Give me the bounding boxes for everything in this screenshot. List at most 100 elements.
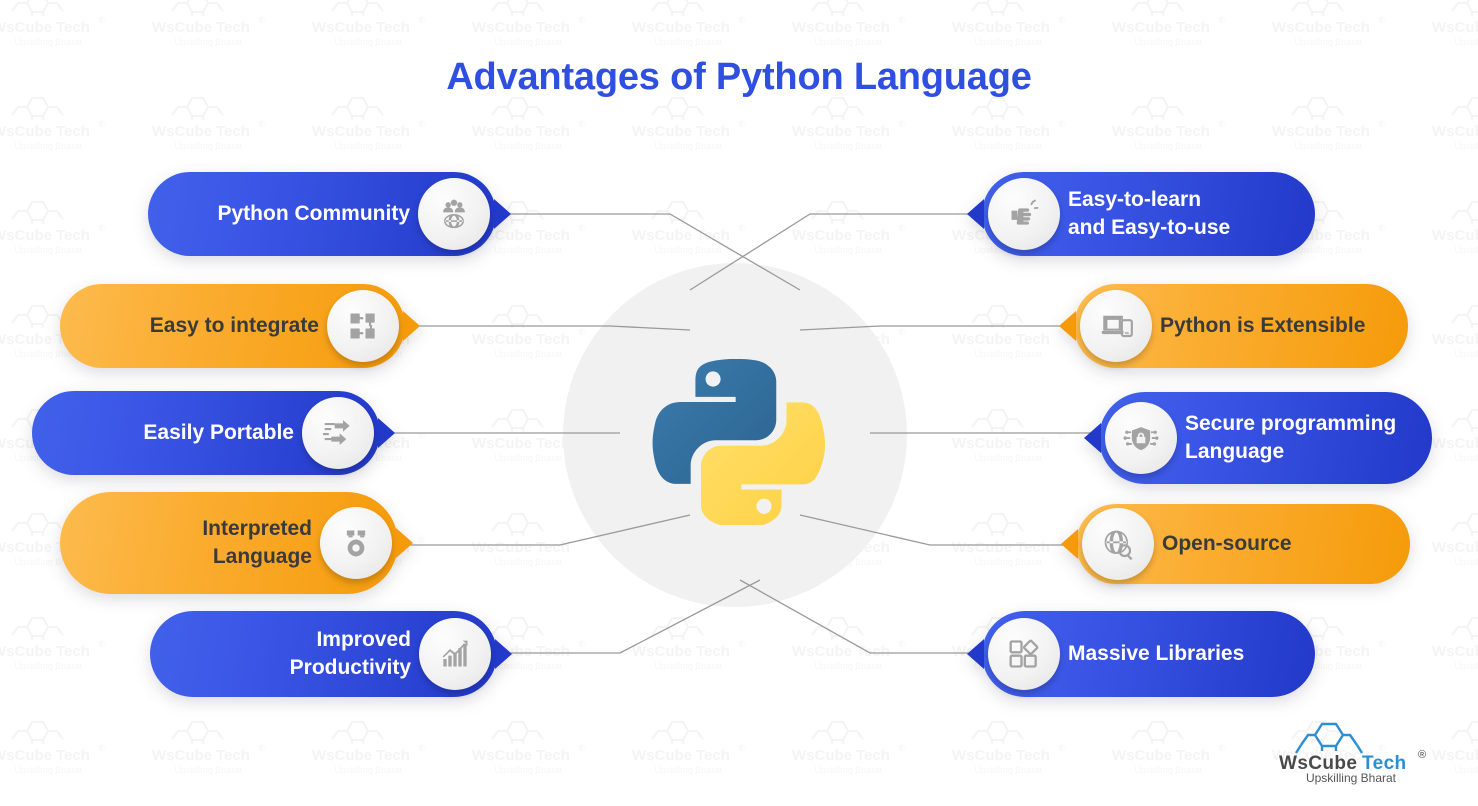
svg-text:®: ® [418,15,425,25]
advantage-label: Easy to integrate [149,314,319,338]
svg-text:WsCube: WsCube [0,227,52,244]
advantage-pill-open-source[interactable]: Open-source [1061,504,1410,584]
svg-text:Upskilling Bharat: Upskilling Bharat [14,37,82,47]
svg-text:Tech: Tech [696,227,730,244]
svg-text:Upskilling Bharat: Upskilling Bharat [334,37,402,47]
svg-text:WsCube: WsCube [952,435,1012,452]
pill-tail [967,639,984,669]
svg-text:WsCube: WsCube [1272,19,1332,36]
svg-text:WsCube: WsCube [152,123,212,140]
svg-text:Tech: Tech [376,747,410,764]
svg-text:®: ® [1218,119,1225,129]
svg-text:Upskilling Bharat: Upskilling Bharat [494,349,562,359]
advantage-pill-easy-to-learn[interactable]: Easy-to-learn and Easy-to-use [967,172,1315,256]
advantage-pill-interpreted-language[interactable]: Interpreted Language [60,492,413,594]
svg-text:®: ® [578,743,585,753]
svg-text:®: ® [418,743,425,753]
svg-text:Upskilling Bharat: Upskilling Bharat [814,661,882,671]
svg-text:Upskilling Bharat: Upskilling Bharat [1454,453,1478,463]
svg-text:Upskilling Bharat: Upskilling Bharat [1454,557,1478,567]
advantage-pill-massive-libraries[interactable]: Massive Libraries [967,611,1315,697]
svg-text:®: ® [98,223,105,233]
svg-text:Tech: Tech [1176,19,1210,36]
svg-text:WsCube: WsCube [1432,227,1478,244]
svg-text:WsCube: WsCube [0,19,52,36]
pill-tail [403,311,420,341]
svg-text:Tech: Tech [856,123,890,140]
svg-text:Upskilling Bharat: Upskilling Bharat [1306,771,1397,785]
advantage-pill-secure-programming[interactable]: Secure programming Language [1084,392,1432,484]
svg-text:WsCube: WsCube [0,123,52,140]
svg-text:®: ® [1058,15,1065,25]
svg-text:Tech: Tech [1016,123,1050,140]
svg-text:WsCube: WsCube [952,331,1012,348]
svg-text:Tech: Tech [56,227,90,244]
svg-text:®: ® [898,639,905,649]
svg-text:WsCube: WsCube [472,123,532,140]
svg-text:WsCube: WsCube [1432,331,1478,348]
svg-text:WsCube: WsCube [0,539,52,556]
svg-text:Upskilling Bharat: Upskilling Bharat [974,349,1042,359]
svg-text:WsCube: WsCube [792,643,852,660]
advantage-label: Python is Extensible [1160,314,1366,338]
laptop-phone-icon [1080,290,1152,362]
svg-text:®: ® [98,15,105,25]
advantage-pill-easy-to-integrate[interactable]: Easy to integrate [60,284,420,368]
advantage-pill-python-community[interactable]: Python Community [148,172,511,256]
svg-text:WsCube: WsCube [952,747,1012,764]
svg-text:Tech: Tech [536,331,570,348]
svg-text:®: ® [418,119,425,129]
advantage-pill-python-extensible[interactable]: Python is Extensible [1059,284,1408,368]
svg-text:WsCube: WsCube [152,747,212,764]
svg-text:Tech: Tech [1176,747,1210,764]
advantage-pill-improved-productivity[interactable]: Improved Productivity [150,611,512,697]
svg-text:®: ® [578,119,585,129]
pill-tail [378,418,395,448]
advantage-pill-easily-portable[interactable]: Easily Portable [32,391,395,475]
svg-text:®: ® [1218,15,1225,25]
svg-text:Tech: Tech [56,123,90,140]
svg-text:®: ® [898,223,905,233]
svg-text:®: ® [1218,743,1225,753]
svg-text:Tech: Tech [856,19,890,36]
svg-text:®: ® [1058,119,1065,129]
puzzle-pieces-icon [327,290,399,362]
svg-text:Upskilling Bharat: Upskilling Bharat [14,765,82,775]
svg-text:Upskilling Bharat: Upskilling Bharat [14,245,82,255]
svg-text:®: ® [1378,15,1385,25]
svg-text:®: ® [1378,119,1385,129]
advantage-label: Easily Portable [143,421,294,445]
pill-tail [1061,529,1078,559]
transfer-arrows-icon [302,397,374,469]
svg-text:WsCube: WsCube [0,331,52,348]
svg-text:®: ® [738,223,745,233]
pill-tail [967,199,984,229]
svg-text:Tech: Tech [1336,123,1370,140]
svg-text:Tech: Tech [1016,331,1050,348]
advantage-label: Secure programming Language [1185,412,1397,463]
blocks-grid-icon [988,618,1060,690]
svg-text:®: ® [738,743,745,753]
svg-text:WsCube: WsCube [472,539,532,556]
advantage-label: Improved Productivity [289,628,411,679]
svg-text:WsCube: WsCube [152,19,212,36]
advantage-label: Python Community [217,202,411,226]
advantage-label: Open-source [1162,532,1292,556]
pill-tail [1084,423,1101,453]
svg-text:Upskilling Bharat: Upskilling Bharat [494,37,562,47]
svg-text:WsCube: WsCube [632,227,692,244]
svg-text:Upskilling Bharat: Upskilling Bharat [1134,141,1202,151]
